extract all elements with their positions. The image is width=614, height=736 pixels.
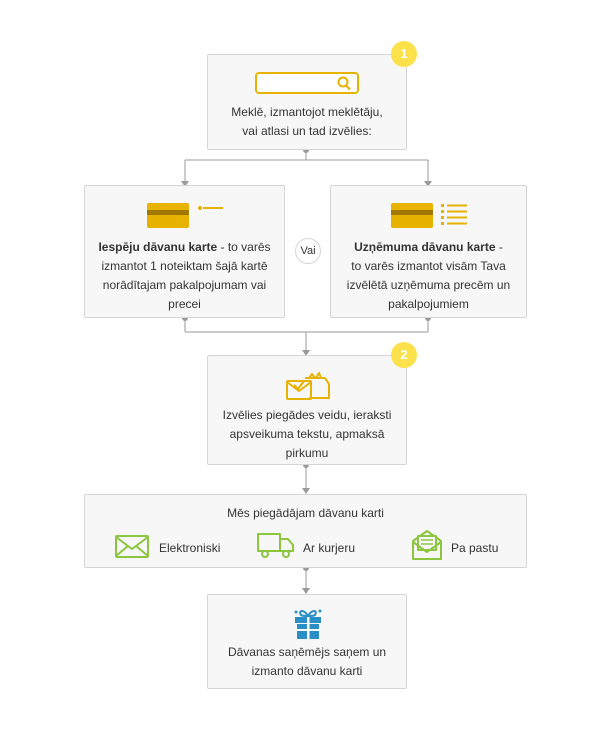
search-icon bbox=[255, 72, 359, 94]
card-icon bbox=[147, 203, 223, 228]
option-card-right: Uzņēmuma dāvanu karte - to varēs izmanto… bbox=[330, 185, 527, 318]
delivery-option-courier: Ar kurjeru bbox=[303, 541, 356, 555]
truck-icon bbox=[257, 533, 294, 558]
step2-checkout-box: Izvēlies piegādes veidu, ieraksti apsvei… bbox=[207, 355, 407, 465]
or-separator: Vai bbox=[295, 238, 321, 264]
card-list-icon bbox=[391, 203, 467, 228]
final-box: Dāvanas saņēmējs saņem un izmanto dāvanu… bbox=[207, 594, 407, 689]
left-card-line1-rest: - to varēs bbox=[217, 240, 271, 254]
right-card-line2: to varēs izmantot visām Tava bbox=[351, 259, 506, 273]
left-card-line3: norādītajam pakalpojumam vai bbox=[102, 278, 267, 292]
right-card-line4: pakalpojumiem bbox=[388, 297, 469, 311]
delivery-option-post: Pa pastu bbox=[451, 541, 499, 555]
step1-badge: 1 bbox=[391, 41, 417, 67]
right-card-line3: izvēlētā uzņēmuma precēm un bbox=[346, 278, 511, 292]
step2-badge: 2 bbox=[391, 342, 417, 368]
final-text-line2: izmanto dāvanu karti bbox=[251, 664, 363, 678]
step1-search-box: Meklē, izmantojot meklētāju, vai atlasi … bbox=[207, 54, 407, 150]
gift-box-icon bbox=[294, 609, 322, 639]
right-card-line1-rest: - bbox=[495, 240, 503, 254]
left-card-line1: Iespēju dāvanu karte - to varēs bbox=[85, 238, 284, 257]
left-card-line2: izmantot 1 noteiktam šajā kartē bbox=[101, 259, 268, 273]
delivery-option-electronic: Elektroniski bbox=[159, 541, 221, 555]
left-card-line4: precei bbox=[168, 297, 201, 311]
step1-text-line2: vai atlasi un tad izvēlies: bbox=[242, 124, 372, 138]
step1-text-line1: Meklē, izmantojot meklētāju, bbox=[231, 105, 383, 119]
delivery-box: Mēs piegādājam dāvanu karti Elektroniski… bbox=[84, 494, 527, 568]
mail-letter-icon bbox=[412, 530, 442, 560]
option-card-left: Iespēju dāvanu karte - to varēs izmantot… bbox=[84, 185, 285, 318]
step2-text-line2: apsveikuma tekstu, apmaksā bbox=[229, 427, 385, 441]
step2-text-line1: Izvēlies piegādes veidu, ieraksti bbox=[222, 408, 392, 422]
right-card-line1: Uzņēmuma dāvanu karte - bbox=[331, 238, 526, 257]
step2-text-line3: pirkumu bbox=[285, 446, 329, 460]
delivery-title: Mēs piegādājam dāvanu karti bbox=[227, 506, 384, 520]
right-card-title: Uzņēmuma dāvanu karte bbox=[354, 240, 496, 254]
final-text-line1: Dāvanas saņēmējs saņem un bbox=[227, 645, 387, 659]
left-card-title: Iespēju dāvanu karte bbox=[98, 240, 218, 254]
gift-envelopes-icon bbox=[286, 372, 330, 400]
envelope-icon bbox=[115, 535, 149, 558]
